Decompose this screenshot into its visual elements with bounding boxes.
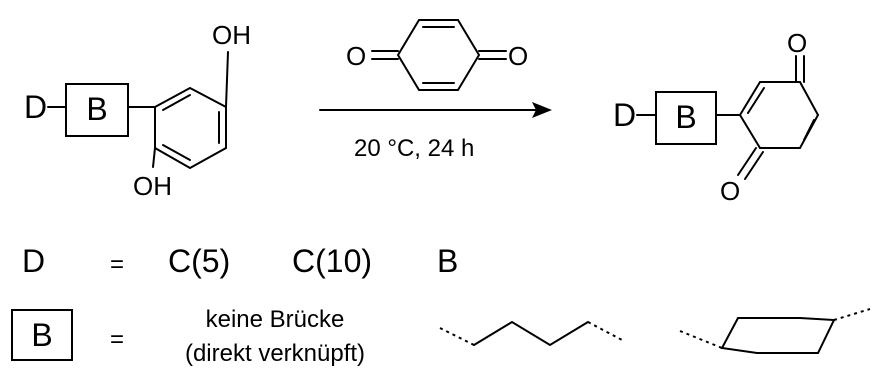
legend-b-option-line2: (direkt verknüpft) [185, 340, 365, 367]
legend-d-row: D = C(5) C(10) B [22, 243, 458, 279]
product-bridge-box [655, 91, 717, 145]
reagent-o-left: O [346, 41, 366, 71]
legend-b-equals: = [110, 326, 124, 353]
hydroquinone-ring [152, 51, 229, 170]
legend-b-symbol: B [31, 317, 52, 353]
legend-b-option-line1: keine Brücke [206, 306, 345, 333]
legend-d-equals: = [110, 251, 124, 278]
reactant-oh-bottom: OH [133, 171, 172, 201]
reactant-oh-top: OH [212, 20, 251, 50]
legend-d-option: C(5) [168, 243, 230, 279]
legend-b-row: B = keine Brücke (direkt verknüpft) [11, 306, 871, 367]
legend-d-option: C(10) [292, 243, 372, 279]
butylene-chain [439, 320, 623, 347]
reagent: O O 20 °C, 24 h [319, 19, 552, 162]
reaction-conditions: 20 °C, 24 h [354, 135, 474, 162]
product: D B O O [613, 28, 820, 206]
product-d-label: D [613, 97, 636, 133]
reactant-d-label: D [24, 89, 47, 125]
product-o-top: O [787, 28, 807, 58]
benzoquinone-ring [371, 19, 507, 91]
cyclohexane-chair [679, 308, 871, 354]
legend-d-option: B [437, 243, 458, 279]
reaction-arrow [319, 102, 552, 118]
reactant-bridge-box [65, 83, 129, 137]
product-o-bottom: O [720, 176, 740, 206]
legend-b-box [11, 309, 73, 361]
reagent-o-right: O [508, 41, 528, 71]
legend-d-symbol: D [22, 243, 45, 279]
product-bridge-label: B [675, 99, 696, 135]
quinone-ring [737, 55, 820, 180]
reactant: D B OH OH [24, 20, 251, 201]
reactant-bridge-label: B [86, 91, 107, 127]
